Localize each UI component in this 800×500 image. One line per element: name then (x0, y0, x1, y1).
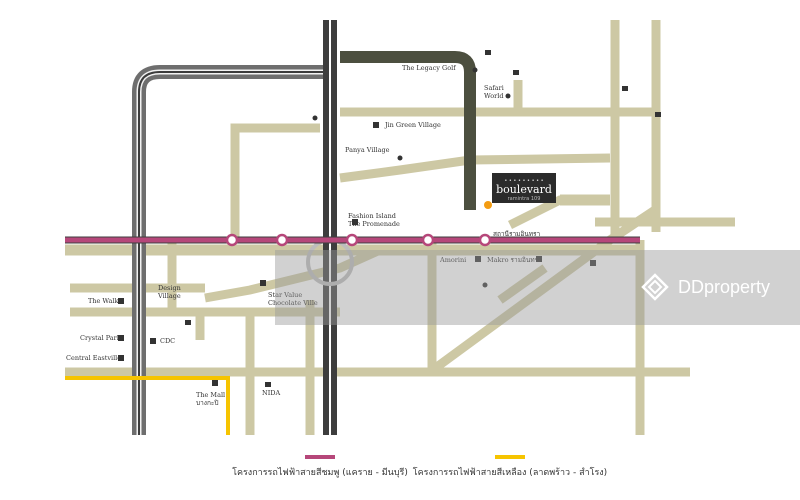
school-icon (485, 50, 491, 55)
shop-icon (475, 256, 481, 262)
road-panya-indra (339, 153, 611, 183)
bts-yellow-line (65, 376, 230, 435)
school-icon (185, 320, 191, 325)
shop-icon (536, 256, 542, 262)
label-nida: NIDA (262, 389, 280, 397)
poi-marker (397, 155, 403, 161)
legend-yellow-swatch (495, 455, 525, 459)
bts-station-2 (275, 233, 289, 247)
school-icon (513, 70, 519, 75)
road-nawamin-east (497, 264, 548, 304)
bts-station-5 (478, 233, 492, 247)
label-panya-village: Panya Village (345, 146, 390, 154)
shop-icon (590, 260, 596, 266)
shop-icon (373, 122, 379, 128)
legend-pink-label: โครงการรถไฟฟ้าสายสีชมพู (แคราย - มีนบุรี… (232, 468, 408, 478)
label-legacy-golf: The Legacy Golf (402, 64, 456, 72)
school-icon (265, 382, 271, 387)
shop-icon (150, 338, 156, 344)
bts-station-3 (345, 233, 359, 247)
project-sub: ramintra 109 (508, 196, 541, 202)
label-station-main: สถานีรามอินทรา (493, 230, 541, 238)
ddproperty-logo-icon (641, 273, 669, 301)
bts-station-4 (421, 233, 435, 247)
legend-yellow: โครงการรถไฟฟ้าสายสีเหลือง (ลาดพร้าว - สำ… (410, 455, 610, 479)
shop-icon (118, 298, 124, 304)
watermark-text: DDproperty (678, 276, 771, 297)
poi-marker (505, 93, 511, 99)
poi-marker (472, 67, 478, 73)
shop-icon (212, 380, 218, 386)
shop-icon (118, 335, 124, 341)
label-makro: Makro รามอินทรา (487, 256, 542, 264)
road-soi-nuanchan (230, 123, 320, 240)
road-sukhaphiban (204, 245, 382, 303)
label-amorini: Amorini (439, 256, 466, 264)
poi-marker (482, 282, 488, 288)
legend-pink: โครงการรถไฟฟ้าสายสีชมพู (แคราย - มีนบุรี… (220, 455, 420, 479)
watermark: DDproperty (640, 272, 770, 302)
watermark-band (275, 250, 800, 325)
project-name: boulevard (496, 183, 552, 196)
project-box (492, 173, 556, 203)
shop-icon (352, 219, 358, 225)
project-pin (484, 201, 492, 209)
school-icon (622, 86, 628, 91)
legend-pink-swatch (305, 455, 335, 459)
label-jin-green: Jin Green Village (384, 121, 441, 129)
label-central-eastville: Central Eastville (66, 354, 121, 362)
expressway-olive (340, 51, 476, 210)
label-the-walk: The Walk (88, 297, 119, 305)
project-small: • • • • • • • • • (504, 178, 543, 184)
poi-marker (312, 115, 318, 121)
label-crystal-park: Crystal Park (80, 334, 121, 342)
bts-station-1 (225, 233, 239, 247)
shop-icon (260, 280, 266, 286)
shop-icon (118, 355, 124, 361)
legend-yellow-label: โครงการรถไฟฟ้าสายสีเหลือง (ลาดพร้าว - สำ… (412, 468, 608, 478)
school-icon (655, 112, 661, 117)
label-cdc: CDC (160, 337, 175, 345)
